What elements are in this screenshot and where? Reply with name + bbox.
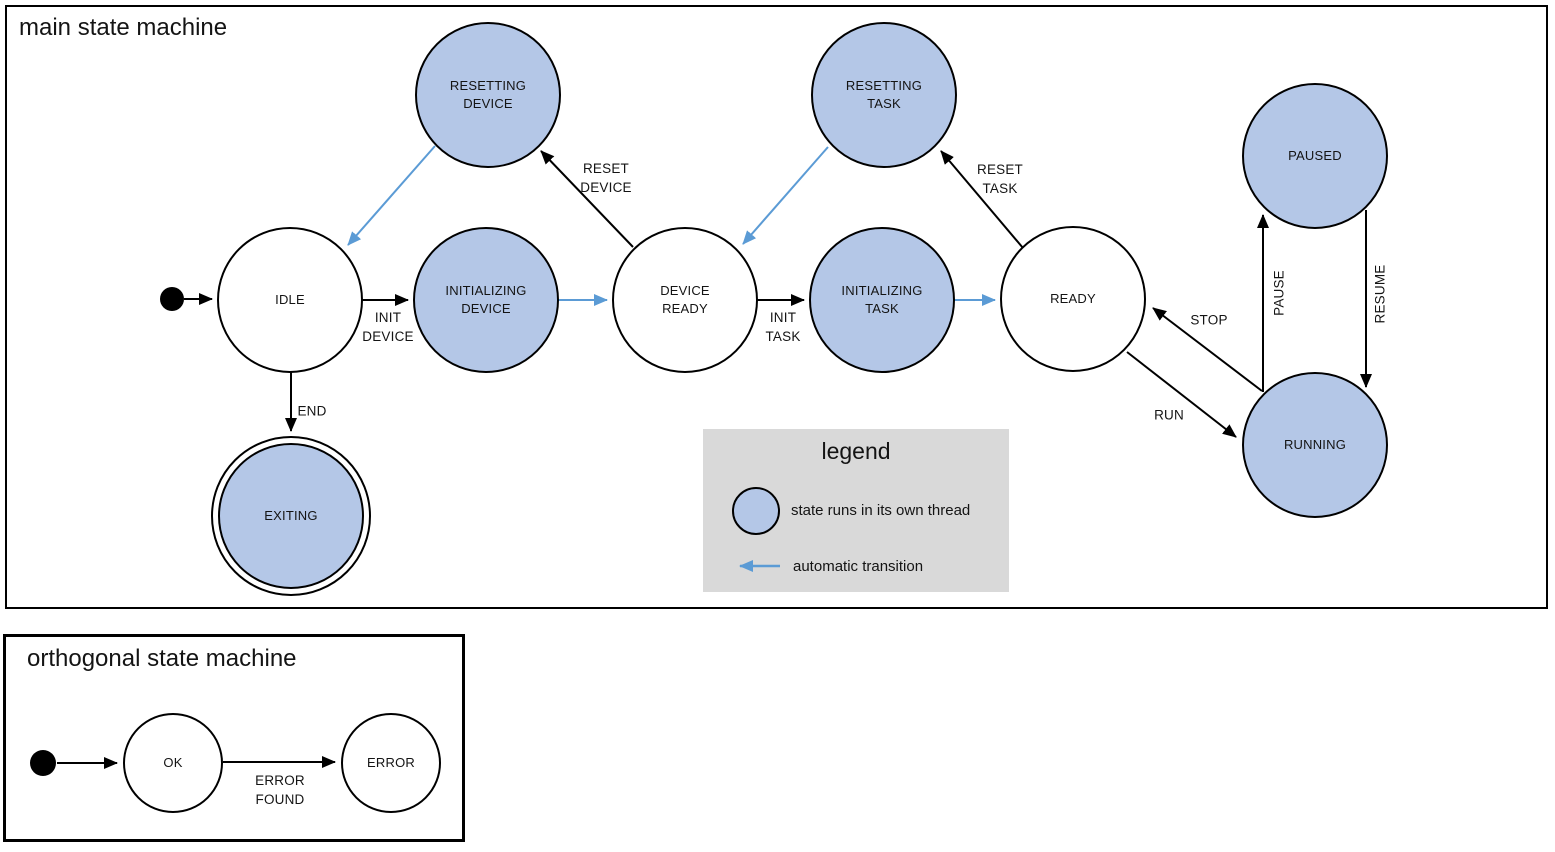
transition-label-stop: STOP xyxy=(1190,312,1228,328)
state-ready: READY xyxy=(1000,226,1146,372)
state-resetting-device: RESETTING DEVICE xyxy=(415,22,561,168)
legend-item-automatic-transition: automatic transition xyxy=(793,558,924,575)
transition-label-resume: RESUME xyxy=(1372,264,1388,324)
state-running: RUNNING xyxy=(1242,372,1388,518)
state-device-ready: DEVICE READY xyxy=(612,227,758,373)
state-idle: IDLE xyxy=(217,227,363,373)
initial-state-dot xyxy=(30,750,56,776)
transition-label-init-task: INIT TASK xyxy=(765,310,801,344)
transition-label-error-found: ERROR FOUND xyxy=(255,773,305,807)
main-machine-title: main state machine xyxy=(19,14,228,41)
orthogonal-machine-title: orthogonal state machine xyxy=(27,645,297,672)
transition-label-reset-task: RESET TASK xyxy=(976,162,1024,196)
state-exiting-final-ring: EXITING xyxy=(211,436,371,596)
transition-label-end: END xyxy=(297,403,327,419)
state-initializing-task: INITIALIZING TASK xyxy=(809,227,955,373)
state-ok: OK xyxy=(123,713,223,813)
transition-label-run: RUN xyxy=(1154,407,1184,423)
legend-item-threaded-state: state runs in its own thread xyxy=(791,502,971,519)
initial-state-dot xyxy=(160,287,184,311)
legend-panel: legend state runs in its own thread auto… xyxy=(703,429,1009,592)
transition-label-reset-device: RESET DEVICE xyxy=(580,161,632,195)
state-initializing-device: INITIALIZING DEVICE xyxy=(413,227,559,373)
transition-label-init-device: INIT DEVICE xyxy=(362,310,414,344)
threaded-state-sample-icon xyxy=(732,487,780,535)
state-error: ERROR xyxy=(341,713,441,813)
legend-title: legend xyxy=(821,438,891,464)
state-paused: PAUSED xyxy=(1242,83,1388,229)
transition-label-pause: PAUSE xyxy=(1271,270,1287,316)
state-exiting: EXITING xyxy=(218,443,364,589)
state-resetting-task: RESETTING TASK xyxy=(811,22,957,168)
